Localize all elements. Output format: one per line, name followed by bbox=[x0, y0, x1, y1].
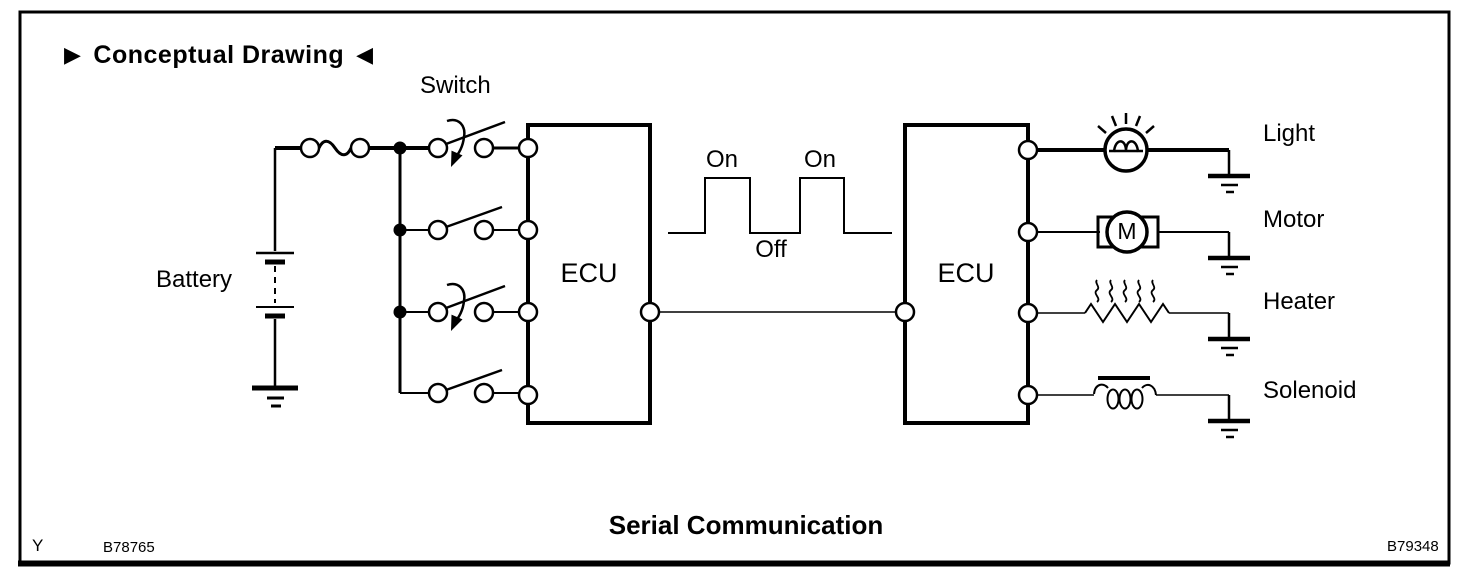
light-bulb-icon bbox=[1037, 113, 1231, 174]
switch-3 bbox=[427, 282, 519, 331]
ecu-left-label: ECU bbox=[560, 258, 618, 288]
ecu-right-label: ECU bbox=[937, 258, 995, 288]
serial-signal-waveform bbox=[668, 177, 892, 234]
switch-1 bbox=[427, 118, 519, 167]
footer-right-code: B79348 bbox=[1387, 538, 1439, 555]
ecu-left-box bbox=[517, 123, 661, 425]
page-title-text: Conceptual Drawing bbox=[93, 41, 345, 69]
output-label-light: Light bbox=[1263, 120, 1316, 147]
waveform-on-label-2: On bbox=[803, 146, 837, 173]
ecu-right-terminals bbox=[894, 139, 1039, 406]
title-right-arrow-icon: ◀ bbox=[356, 42, 374, 68]
solenoid-coil-icon bbox=[1037, 376, 1231, 419]
output-label-heater: Heater bbox=[1263, 288, 1336, 315]
battery-symbol bbox=[256, 148, 294, 387]
ground-icon-motor bbox=[1208, 255, 1250, 276]
battery-label: Battery bbox=[156, 266, 233, 293]
motor-letter: M bbox=[1117, 218, 1137, 244]
switch-4 bbox=[427, 368, 519, 404]
footer-left-code: B78765 bbox=[103, 539, 155, 556]
ecu-right-box bbox=[894, 123, 1039, 425]
frame-border bbox=[18, 10, 1451, 567]
battery-ground-icon bbox=[252, 385, 298, 408]
motor-icon bbox=[1037, 210, 1231, 256]
output-label-motor: Motor bbox=[1263, 206, 1325, 233]
ecu-left-terminals bbox=[517, 137, 661, 406]
diagram-caption: Serial Communication bbox=[608, 510, 884, 540]
ground-icon-solenoid bbox=[1208, 418, 1250, 439]
waveform-on-label-1: On bbox=[705, 146, 739, 173]
title-left-arrow-icon: ▶ bbox=[64, 42, 82, 68]
ground-icon-heater bbox=[1208, 336, 1250, 357]
output-label-solenoid: Solenoid bbox=[1263, 377, 1357, 404]
waveform-off-label: Off bbox=[755, 236, 787, 263]
switch-label: Switch bbox=[420, 72, 491, 99]
ground-icon-light bbox=[1208, 173, 1250, 194]
power-bus bbox=[393, 141, 429, 394]
page-title: ▶ Conceptual Drawing ◀ bbox=[64, 41, 374, 69]
heater-element-icon bbox=[1037, 279, 1231, 337]
switch-2 bbox=[427, 205, 519, 241]
footer-left-mark: Y bbox=[32, 536, 44, 555]
